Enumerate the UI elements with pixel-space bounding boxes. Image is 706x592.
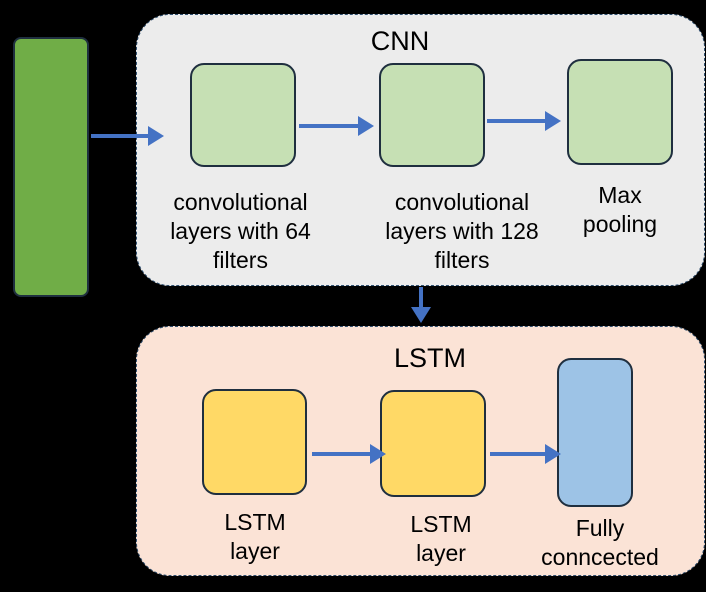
conv-64-block — [190, 63, 296, 167]
max-pooling-block — [567, 59, 673, 165]
conv-64-label: convolutional layers with 64 filters — [170, 189, 311, 273]
conv-128-label: convolutional layers with 128 filters — [385, 189, 539, 273]
fully-connected-block — [557, 358, 633, 507]
lstm-layer-1-label: LSTM layer — [224, 509, 286, 564]
conv-128-block — [379, 63, 485, 167]
cnn-title: CNN — [370, 26, 430, 56]
lstm-layer-2-block — [380, 390, 486, 497]
fully-connected-label: Fully conncected — [541, 515, 659, 570]
lstm-layer-2-label: LSTM layer — [410, 511, 472, 566]
max-pooling-label: Max pooling — [582, 182, 658, 237]
lstm-layer-1-block — [202, 389, 307, 495]
input-block — [13, 37, 89, 297]
lstm-title: LSTM — [393, 343, 466, 373]
